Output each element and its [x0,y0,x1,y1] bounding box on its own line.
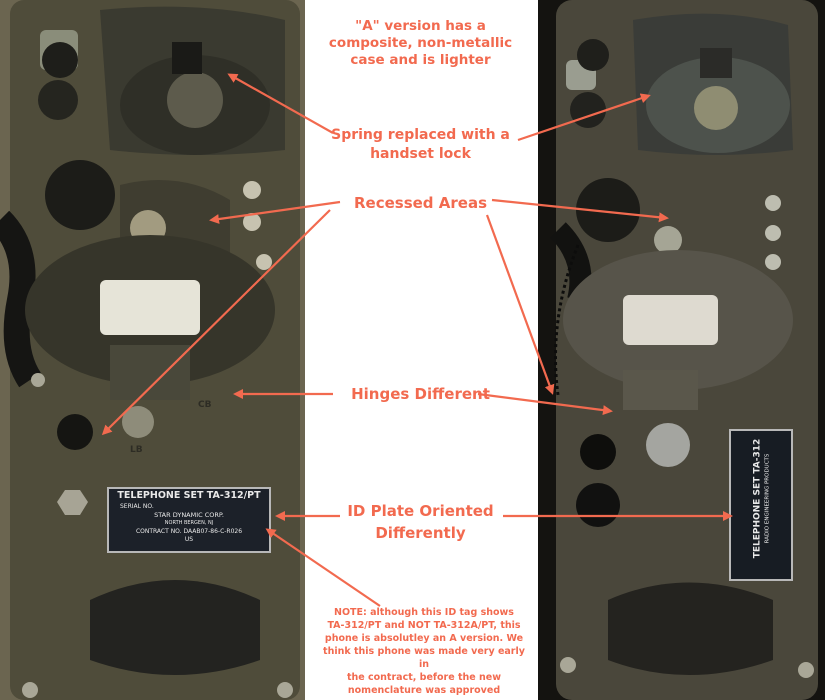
left-plate-city: NORTH BERGEN, NJ [164,520,214,526]
annotation-panel [305,0,538,700]
annotation-recessed-areas: Recessed Areas [353,194,487,212]
right-id-plate [729,429,793,581]
left-plate-maker: STAR DYNAMIC CORP. [154,511,224,519]
left-phone-photo: TELEPHONE SET TA-312/PT SERIAL NO. STAR … [0,0,305,700]
left-plate-contract: CONTRACT NO. DAAB07-86-C-R026 [135,528,243,535]
right-lower-switch [580,434,616,470]
right-window-card [623,295,718,345]
left-plate-us: US [184,536,194,543]
left-handset-lock [172,42,202,74]
right-handset-lock [700,48,732,78]
left-plate-title: TELEPHONE SET TA-312/PT [117,490,261,501]
left-label-lb: LB [130,445,143,455]
annotation-spring: Spring replaced with a handset lock [331,127,510,162]
left-hex-bolt [57,490,88,515]
annotation-id-plate: ID Plate Oriented Differently [347,502,494,542]
annotation-note: NOTE: although this ID tag shows TA-312/… [323,607,525,696]
right-phone-illustration [538,0,825,700]
right-phone-photo: TELEPHONE SET TA-312 RADIO ENGINEERING P… [538,0,825,700]
left-handset-knob [167,72,223,128]
right-lower-knob [576,483,620,527]
left-label-cb: CB [198,400,212,410]
left-id-plate [107,487,271,553]
left-hinge [110,345,190,400]
left-window-card [100,280,200,335]
annotation-version: "A" version has a composite, non-metalli… [328,18,513,68]
left-crank-knob [45,160,115,230]
left-plate-serial: SERIAL NO. [120,503,154,510]
right-handle [608,582,773,675]
right-plate-maker: RADIO ENGINEERING PRODUCTS [764,453,771,544]
right-plate-title: TELEPHONE SET TA-312 [752,438,763,559]
right-recessed-button [654,226,682,254]
right-handset-knob [694,86,738,130]
right-hinge [623,370,698,410]
left-coiled-cord [0,210,42,388]
left-lower-switch [57,414,93,450]
left-handle [90,580,260,675]
right-crank-knob [576,178,640,242]
left-phone-illustration [0,0,305,700]
annotation-hinges: Hinges Different [351,385,490,403]
